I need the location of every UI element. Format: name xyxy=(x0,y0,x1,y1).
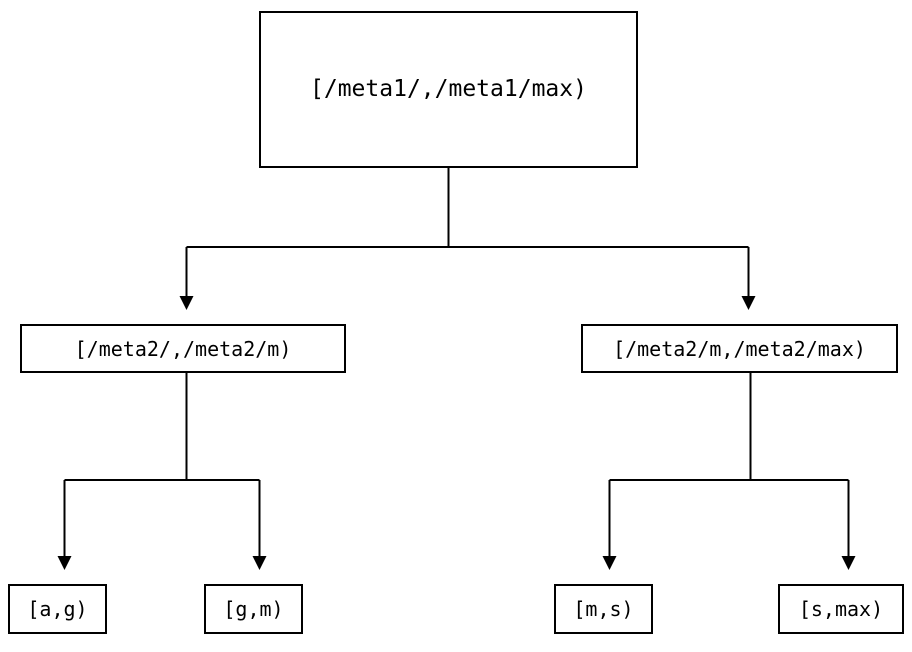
tree-node-meta2-low-label: [/meta2/,/meta2/m) xyxy=(74,336,292,361)
arrowhead-leaf-ag xyxy=(57,556,72,570)
tree-leaf-ag: [a,g) xyxy=(8,584,107,634)
tree-node-meta2-high: [/meta2/m,/meta2/max) xyxy=(581,324,898,373)
tree-leaf-ms-label: [m,s) xyxy=(573,597,634,621)
arrowhead-meta2-low xyxy=(179,296,194,310)
tree-leaf-ms: [m,s) xyxy=(554,584,653,634)
tree-node-root-label: [/meta1/,/meta1/max) xyxy=(310,76,587,102)
tree-leaf-smax-label: [s,max) xyxy=(798,597,884,621)
tree-node-meta2-high-label: [/meta2/m,/meta2/max) xyxy=(613,336,866,361)
arrowhead-meta2-high xyxy=(741,296,756,310)
tree-leaf-smax: [s,max) xyxy=(778,584,904,634)
tree-node-root: [/meta1/,/meta1/max) xyxy=(259,11,638,168)
arrowhead-leaf-ms xyxy=(602,556,617,570)
tree-leaf-ag-label: [a,g) xyxy=(27,597,88,621)
tree-leaf-gm-label: [g,m) xyxy=(223,597,284,621)
arrowhead-leaf-smax xyxy=(841,556,856,570)
tree-node-meta2-low: [/meta2/,/meta2/m) xyxy=(20,324,346,373)
arrowhead-leaf-gm xyxy=(252,556,267,570)
tree-leaf-gm: [g,m) xyxy=(204,584,303,634)
